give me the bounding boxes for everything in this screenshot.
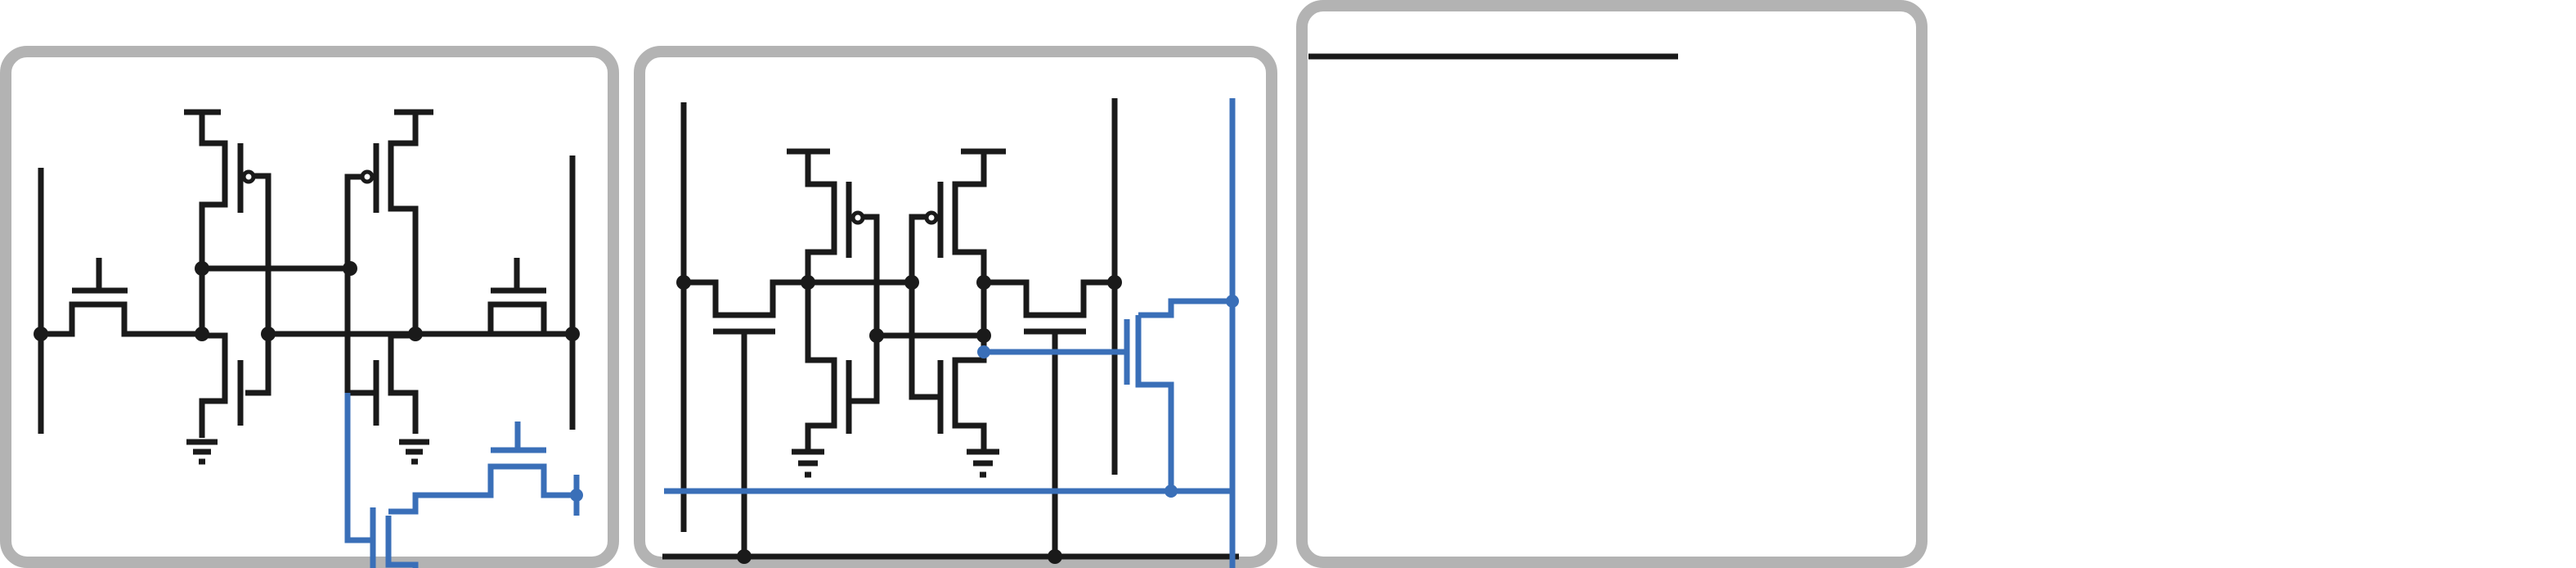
panel-7t	[634, 46, 1277, 568]
panel-frame	[0, 46, 619, 568]
panel-frame	[634, 46, 1277, 568]
panel-8t	[0, 46, 619, 568]
panel-frame	[1296, 0, 1928, 568]
panel-9t	[1296, 0, 1928, 568]
